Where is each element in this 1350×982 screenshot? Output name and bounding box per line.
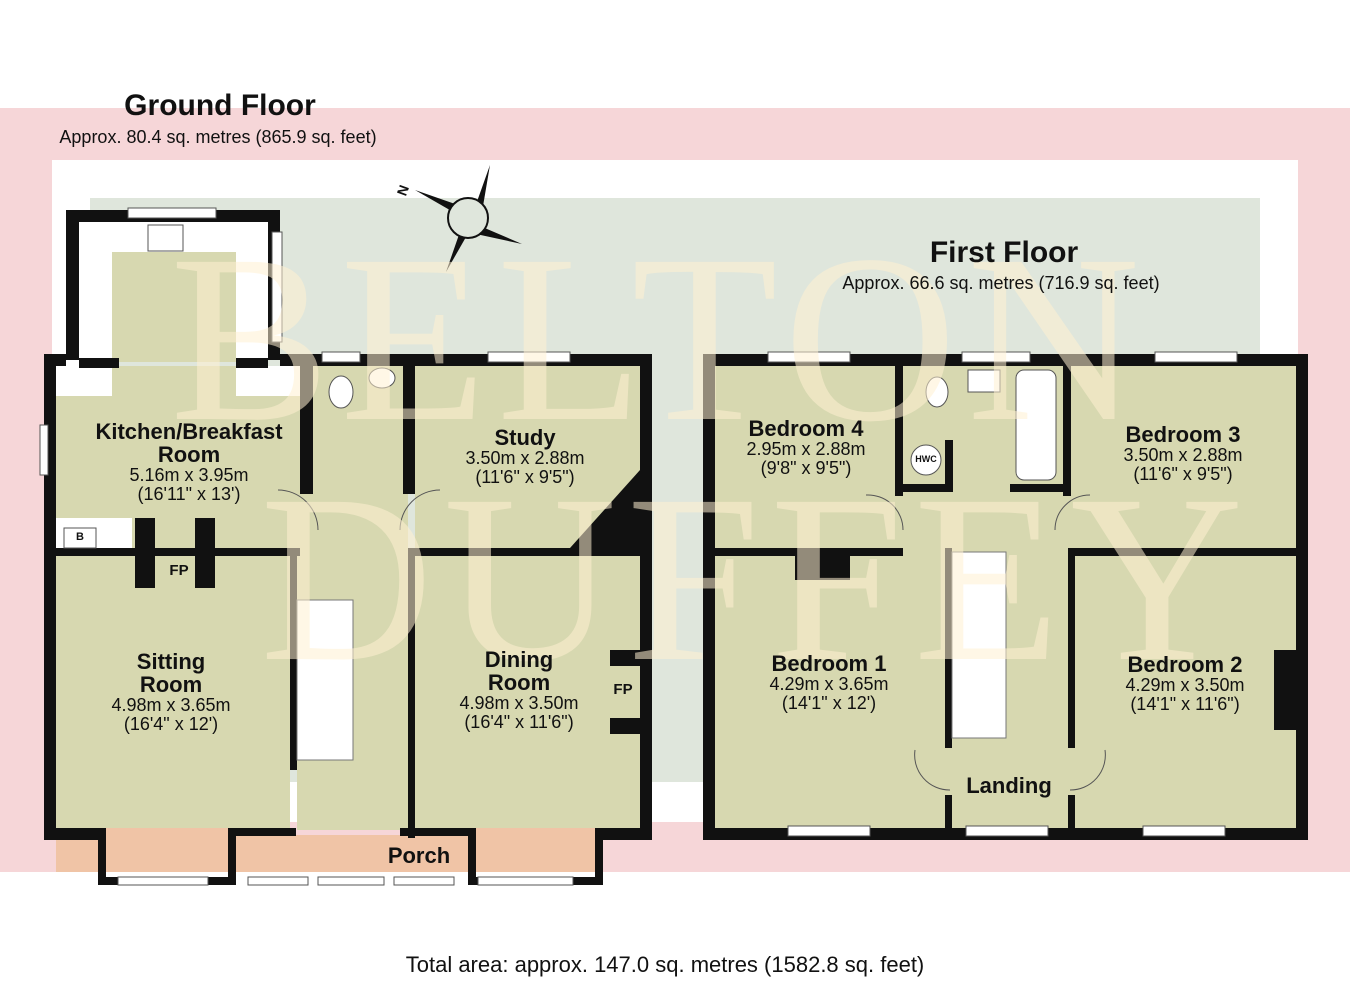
room-name: Sitting bbox=[136, 649, 206, 674]
room-bedroom1: Bedroom 1 4.29m x 3.65m (14'1" x 12') bbox=[769, 652, 888, 713]
room-dim-metric: 5.16m x 3.95m bbox=[129, 465, 249, 486]
room-landing: Landing bbox=[966, 773, 1052, 798]
room-name: Bedroom 2 bbox=[1127, 652, 1243, 677]
room-dim-metric: 4.98m x 3.65m bbox=[111, 695, 231, 716]
room-name: Bedroom 3 bbox=[1125, 422, 1241, 447]
room-dim-metric: 3.50m x 2.88m bbox=[1123, 445, 1243, 466]
room-name: Study bbox=[494, 425, 556, 450]
watermark-line2: DUFFEY bbox=[260, 445, 1254, 711]
room-sitting: Sitting Room 4.98m x 3.65m (16'4" x 12') bbox=[111, 650, 230, 734]
room-dining: Dining Room 4.98m x 3.50m (16'4" x 11'6"… bbox=[459, 648, 578, 732]
fireplace-label: FP bbox=[169, 562, 189, 579]
ground-floor-area: Approx. 80.4 sq. metres (865.9 sq. feet) bbox=[59, 127, 377, 147]
room-dim-imperial: (16'11" x 13') bbox=[137, 484, 241, 505]
room-name: Room bbox=[157, 442, 221, 468]
room-name: Room bbox=[139, 672, 203, 698]
room-dim-metric: 3.50m x 2.88m bbox=[465, 448, 585, 469]
room-study: Study 3.50m x 2.88m (11'6" x 9'5") bbox=[465, 426, 584, 487]
room-dim-imperial: (16'4" x 11'6") bbox=[464, 712, 574, 733]
total-area: Total area: approx. 147.0 sq. metres (15… bbox=[405, 952, 925, 977]
room-dim-imperial: (9'8" x 9'5") bbox=[760, 457, 852, 478]
room-dim-imperial: (11'6" x 9'5") bbox=[475, 466, 575, 487]
fireplace-label: FP bbox=[613, 681, 633, 698]
room-name: Bedroom 4 bbox=[748, 416, 864, 441]
room-bedroom4: Bedroom 4 2.95m x 2.88m (9'8" x 9'5") bbox=[746, 417, 865, 478]
room-name: Kitchen/Breakfast bbox=[95, 419, 283, 444]
first-floor-area: Approx. 66.6 sq. metres (716.9 sq. feet) bbox=[842, 273, 1160, 293]
room-dim-imperial: (16'4" x 12') bbox=[123, 714, 219, 735]
first-floor-title: First Floor bbox=[929, 236, 1079, 269]
room-name: Bedroom 1 bbox=[771, 651, 887, 676]
room-dim-metric: 2.95m x 2.88m bbox=[746, 439, 866, 460]
ground-floor-title: Ground Floor bbox=[124, 89, 316, 122]
boiler-label: B bbox=[76, 531, 84, 543]
room-name: Room bbox=[487, 670, 551, 696]
windows bbox=[39, 207, 1238, 886]
room-bedroom2: Bedroom 2 4.29m x 3.50m (14'1" x 11'6") bbox=[1125, 653, 1244, 714]
room-dim-metric: 4.98m x 3.50m bbox=[459, 693, 579, 714]
room-dim-imperial: (11'6" x 9'5") bbox=[1133, 463, 1233, 484]
room-dim-metric: 4.29m x 3.65m bbox=[769, 674, 889, 695]
room-dim-imperial: (14'1" x 11'6") bbox=[1130, 693, 1240, 714]
hwc-label: HWC bbox=[915, 454, 937, 464]
fixtures bbox=[63, 224, 1057, 549]
door-swings bbox=[277, 489, 1106, 791]
room-dim-imperial: (14'1" x 12') bbox=[781, 692, 877, 713]
room-dim-metric: 4.29m x 3.50m bbox=[1125, 675, 1245, 696]
room-kitchen: Kitchen/Breakfast Room 5.16m x 3.95m (16… bbox=[95, 420, 282, 504]
watermark-line1: BELTON bbox=[170, 205, 1151, 471]
room-porch: Porch bbox=[387, 843, 451, 868]
room-name: Dining bbox=[484, 647, 554, 672]
stairs bbox=[296, 551, 1007, 761]
room-bedroom3: Bedroom 3 3.50m x 2.88m (11'6" x 9'5") bbox=[1123, 423, 1242, 484]
compass-icon bbox=[415, 165, 522, 272]
